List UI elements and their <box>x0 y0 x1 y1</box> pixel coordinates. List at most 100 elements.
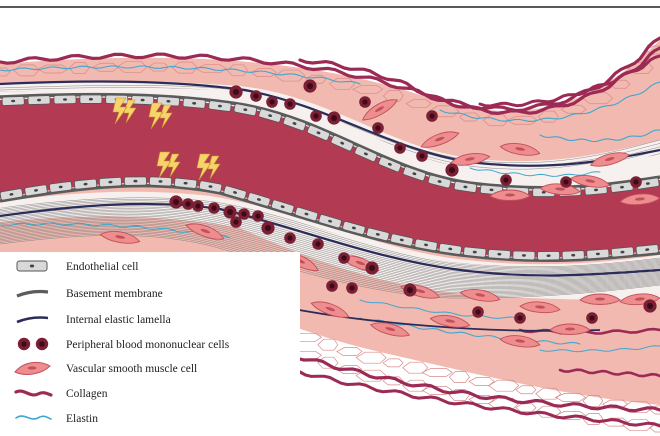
endothelial-cell <box>271 199 295 214</box>
media-fibre-line <box>0 200 660 270</box>
adventitia-cell <box>405 99 432 108</box>
elastin-fibre <box>439 81 660 122</box>
endothelial-cell <box>49 181 73 193</box>
adventitia-cell <box>13 64 40 77</box>
adventitia-cell <box>515 385 537 395</box>
media-fibre-line <box>0 221 660 287</box>
smooth-muscle-cell <box>489 189 531 201</box>
endothelial-cell <box>537 251 560 261</box>
elastin-fibre <box>0 65 361 85</box>
media-fibre-line <box>0 214 660 281</box>
endothelial-cell <box>635 244 659 256</box>
endothelial-cell <box>512 250 536 261</box>
vessel-lumen <box>0 97 660 258</box>
adventitia-cell <box>226 64 248 77</box>
legend-item-basement: Basement membrane <box>16 288 163 300</box>
endothelial-cell <box>0 188 24 201</box>
endothelial-cell <box>1 96 25 106</box>
adventitia-cell <box>274 69 306 82</box>
endothelial-cell <box>414 238 438 252</box>
endothelial-cell <box>354 145 378 162</box>
endothelial-cell <box>318 214 342 229</box>
collagen-fibre <box>298 46 660 115</box>
adventitia-cell <box>355 351 387 364</box>
legend-label-basement: Basement membrane <box>66 288 163 300</box>
smooth-muscle-cell <box>310 301 350 318</box>
collagen-swatch-icon <box>14 389 53 397</box>
smooth-muscle-cell <box>362 99 399 121</box>
endothelial-cell <box>258 108 282 123</box>
elastin-fibre <box>0 222 231 239</box>
media-fibre-line <box>0 230 660 295</box>
smooth-muscle-cell <box>569 175 611 188</box>
endothelial-cell <box>233 103 257 117</box>
lightning-bolt-icon <box>196 153 221 181</box>
endothelial-cell <box>208 100 232 112</box>
media-fibre-line <box>0 202 660 271</box>
media-fibre-line <box>0 224 660 289</box>
smooth-muscle-cell <box>429 315 471 328</box>
legend-label-iel: Internal elastic lamella <box>66 314 171 326</box>
endothelial-cell <box>463 246 487 258</box>
adventitia-cell <box>116 61 148 73</box>
smooth-muscle-cell <box>499 143 541 156</box>
legend-item-iel: Internal elastic lamella <box>16 314 171 326</box>
media-elastic-lamella <box>249 299 601 332</box>
elastin-swatch-icon <box>15 415 52 420</box>
media-fibre-line <box>0 208 660 276</box>
endothelial-cell <box>174 177 198 189</box>
endothelial-cell <box>586 248 610 260</box>
legend-label-vsmc: Vascular smooth muscle cell <box>66 363 197 375</box>
elastin-fibres <box>0 65 660 353</box>
endothelial-cell <box>98 176 122 188</box>
adventitia-cell <box>649 405 660 415</box>
adventitia-cell <box>402 361 429 374</box>
adventitia-cell <box>535 405 562 418</box>
adventitia-cell <box>421 368 453 377</box>
endothelial-cell <box>610 246 635 258</box>
endothelial-cell <box>247 192 271 207</box>
legend-item-collagen: Collagen <box>14 388 108 400</box>
endothelial-cell <box>124 176 147 186</box>
adventitia-cell <box>537 110 559 123</box>
endothelial-cell <box>131 95 155 106</box>
endothelial-cell <box>453 181 478 193</box>
endothelial-cell <box>366 227 390 242</box>
endothelial-cell <box>223 185 247 200</box>
endothelial-cell <box>427 174 452 189</box>
smooth-muscle-cell <box>589 152 631 167</box>
elastin-fibre <box>359 317 581 345</box>
media-fibre-line <box>0 87 660 167</box>
adventitia-cell <box>92 62 119 72</box>
endothelial-cell <box>487 249 511 260</box>
smooth-muscle-cell <box>549 323 591 335</box>
endothelial-cell <box>402 166 427 182</box>
endothelial-cell <box>390 233 414 247</box>
adventitia-cell <box>317 356 339 369</box>
media-fibre-line <box>0 226 660 291</box>
iel-swatch-icon <box>16 316 49 324</box>
legend-label-endothelial: Endothelial cell <box>66 261 139 273</box>
endothelial-cell <box>198 180 223 193</box>
adventitia-cell <box>621 419 654 432</box>
adventitia-cell <box>468 377 495 386</box>
endothelial-cell <box>561 250 585 261</box>
media-fibre-line <box>0 217 660 283</box>
pbmc-nucleus-icon-2 <box>39 341 45 347</box>
smooth-muscle-nucleus-icon <box>27 366 37 370</box>
legend-item-vsmc: Vascular smooth muscle cell <box>14 361 197 375</box>
adventitia-cell <box>554 393 587 402</box>
collagen-fibre <box>478 54 660 108</box>
legend-label-pbmc: Peripheral blood mononuclear cells <box>66 339 230 351</box>
smooth-muscle-cell <box>519 301 561 314</box>
media-fibre-line <box>0 215 660 282</box>
adventitia-cell <box>355 369 387 382</box>
adventitia-cell <box>0 67 11 77</box>
lightning-bolt-icon <box>148 102 173 130</box>
endothelial-cell <box>149 176 172 187</box>
collagen-fibre <box>558 368 660 378</box>
adventitia-cell <box>336 365 363 374</box>
endothelial-cell <box>610 181 634 193</box>
endothelial-cell <box>79 94 103 104</box>
lower-internal-elastic-lamella <box>0 202 660 277</box>
